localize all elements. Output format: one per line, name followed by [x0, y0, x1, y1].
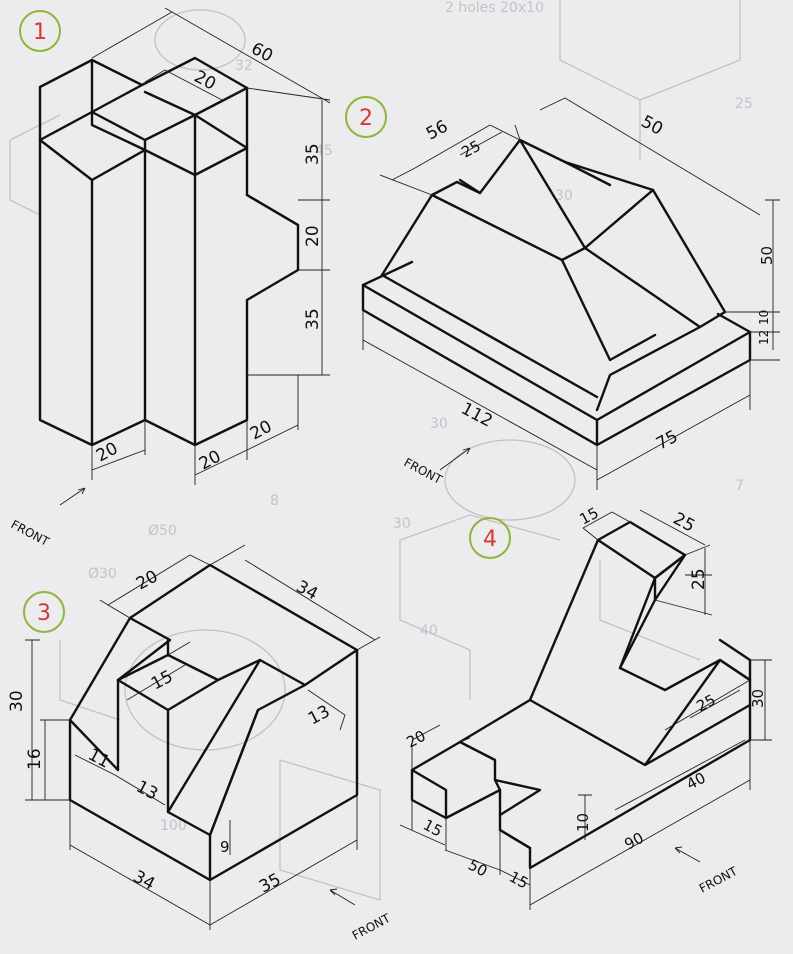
figure-1: 1 60 20 35 20 35 20 20 20 FRONT — [9, 7, 331, 549]
figure-3-dim-20: 20 — [133, 567, 161, 595]
figure-3-number-circle — [23, 591, 65, 633]
figure-4-dim-25-vertical: 25 — [689, 568, 709, 590]
figure-4-dim-90: 90 — [621, 829, 646, 854]
bg-text-30c: 30 — [430, 416, 448, 432]
figure-4-outline — [410, 520, 752, 870]
figure-4-front-arrow — [674, 846, 701, 863]
figure-4-dim-30: 30 — [749, 689, 767, 708]
bg-text-d50: Ø50 — [148, 523, 177, 539]
figure-2-dim-12: 12 — [757, 330, 771, 345]
figure-2-number: 2 — [359, 106, 373, 131]
figure-4-number: 4 — [483, 527, 497, 552]
figure-2-dim-50-right: 50 — [758, 246, 776, 265]
figure-2-dimension-lines — [362, 97, 780, 490]
figure-1-outline — [38, 56, 300, 447]
figure-4: 4 15 25 25 30 25 20 40 10 90 — [399, 504, 772, 910]
figure-3-outline — [68, 563, 359, 882]
figure-1-front-arrow — [59, 487, 86, 506]
figure-3-dim-9: 9 — [220, 838, 230, 856]
figure-1-front-label: FRONT — [9, 517, 52, 549]
figure-3-dim-34-bottom: 34 — [130, 867, 158, 895]
figure-3-dim-16: 16 — [25, 748, 45, 770]
figure-2-dim-50-top: 50 — [638, 112, 666, 140]
figure-4-dim-50: 50 — [465, 856, 490, 881]
figure-4-number-circle — [469, 517, 511, 559]
bg-text-25: 25 — [735, 96, 753, 112]
figure-2-dim-10: 10 — [757, 310, 771, 325]
bg-text-40: 40 — [420, 623, 438, 639]
background-ghost-drawings: 2 holes 20x10 45 32 25 30 Ø50 Ø30 30 40 … — [9, 0, 753, 901]
bg-text-32: 32 — [235, 58, 253, 74]
figure-1-dim-35-upper: 35 — [303, 143, 323, 165]
figure-1-dim-20-mid: 20 — [303, 225, 323, 247]
bg-text-7: 7 — [735, 478, 744, 494]
figure-1-dim-20-top: 20 — [191, 67, 219, 95]
figure-1-dimension-lines — [91, 7, 331, 485]
figure-3-dim-34-top: 34 — [293, 577, 321, 605]
figure-3-dim-13-right: 13 — [305, 702, 333, 730]
figure-2-outline — [361, 138, 752, 447]
figure-1-number: 1 — [33, 20, 47, 45]
figure-4-dim-25-top: 25 — [670, 509, 698, 537]
figure-3-number: 3 — [37, 601, 51, 626]
bg-text-d30: Ø30 — [88, 566, 117, 582]
figure-2-dim-75: 75 — [653, 427, 681, 455]
figure-1-dim-20-right: 20 — [247, 417, 275, 445]
figure-4-dim-15-left: 15 — [420, 816, 445, 841]
figure-4-dimension-lines — [399, 509, 772, 910]
bg-text-8: 8 — [270, 493, 279, 509]
figure-1-dim-20-center: 20 — [196, 447, 224, 475]
figure-2-number-circle — [345, 96, 387, 138]
figure-2-dim-56: 56 — [423, 117, 451, 145]
figure-4-dim-15-bottom: 15 — [506, 868, 531, 893]
figure-2-dim-112: 112 — [458, 399, 496, 432]
figure-3-front-arrow — [329, 888, 356, 906]
figure-4-dim-20: 20 — [403, 727, 428, 752]
figure-3-dim-30: 30 — [7, 690, 27, 712]
bg-text-30b: 30 — [393, 516, 411, 532]
figure-4-front-label: FRONT — [697, 864, 740, 896]
figure-2-front-arrow — [439, 447, 471, 471]
figure-4-dim-25-step: 25 — [693, 691, 718, 716]
figure-3-front-label: FRONT — [350, 911, 393, 943]
figure-3-dim-15: 15 — [148, 667, 176, 695]
bg-text-100: 100 — [160, 818, 187, 834]
bg-text-45: 45 — [315, 143, 333, 159]
figure-1-number-circle — [19, 10, 61, 52]
figure-1-dim-35-lower: 35 — [303, 308, 323, 330]
bg-text-holes: 2 holes 20x10 — [445, 0, 544, 16]
figure-2: 2 56 25 50 50 10 12 112 75 FRONT — [345, 96, 780, 490]
figure-3-dimension-lines — [25, 544, 381, 930]
figure-3-dim-35: 35 — [256, 870, 284, 898]
figure-3-dim-11: 11 — [85, 745, 113, 773]
figure-3: 3 20 34 15 30 16 11 13 13 9 34 35 FRONT — [7, 544, 393, 943]
figure-4-dim-15-top: 15 — [576, 504, 601, 529]
figure-2-dim-25: 25 — [458, 137, 483, 162]
figure-4-dim-40: 40 — [683, 769, 708, 794]
bg-text-30: 30 — [555, 188, 573, 204]
figure-2-front-label: FRONT — [402, 455, 445, 487]
figure-4-dim-10: 10 — [574, 813, 592, 832]
